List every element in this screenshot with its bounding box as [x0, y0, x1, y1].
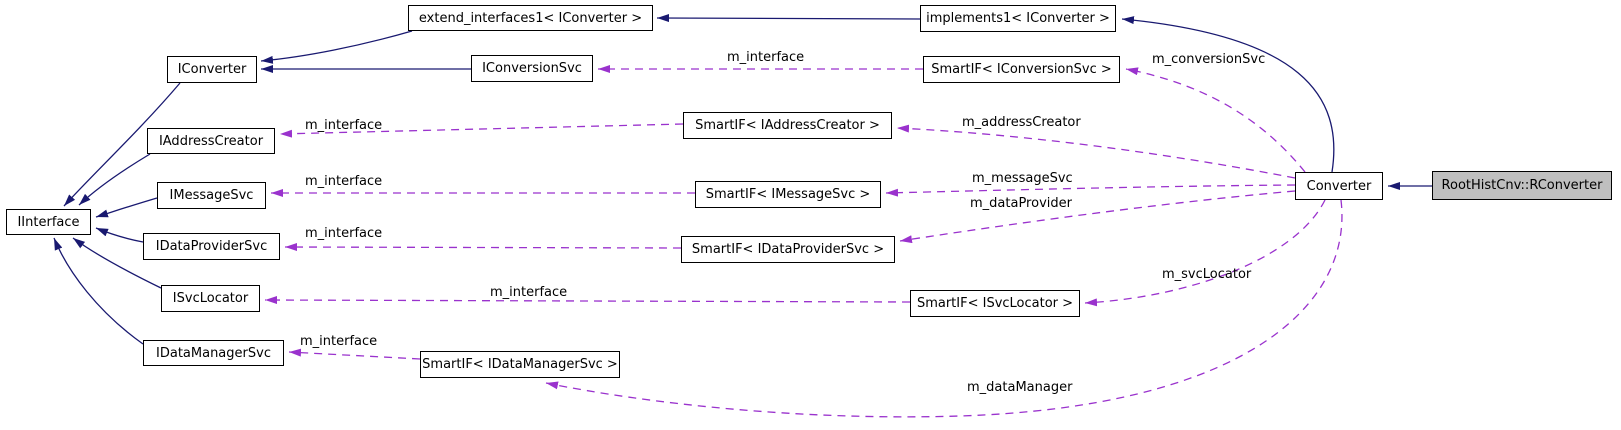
- edge-label-m-interface-svclocator: m_interface: [490, 285, 568, 300]
- node-imessagesvc[interactable]: IMessageSvc: [157, 182, 266, 209]
- edge-idatamanagersvc-iinterface: [53, 237, 144, 345]
- node-converter[interactable]: Converter: [1295, 172, 1383, 200]
- node-implements1[interactable]: implements1< IConverter >: [920, 5, 1116, 32]
- node-iaddresscreator[interactable]: IAddressCreator: [147, 128, 275, 154]
- edge-converter-smartif-iaddresscreator: [896, 124, 1296, 179]
- edge-isvclocator-iinterface: [72, 237, 162, 289]
- node-iconversionsvc[interactable]: IConversionSvc: [471, 55, 593, 82]
- edge-converter-implements1: [1121, 16, 1335, 173]
- node-smartif-idatamanagersvc[interactable]: SmartIF< IDataManagerSvc >: [420, 351, 620, 378]
- edge-label-m-svclocator: m_svcLocator: [1162, 267, 1252, 282]
- edge-converter-smartif-isvclocator: [1084, 199, 1326, 307]
- edge-iaddresscreator-iinterface: [78, 153, 151, 206]
- node-smartif-iaddresscreator[interactable]: SmartIF< IAddressCreator >: [683, 112, 892, 139]
- edge-label-m-interface-datamanagersvc: m_interface: [300, 334, 378, 349]
- edge-label-m-interface-conversionsvc: m_interface: [727, 50, 805, 65]
- edge-imessagesvc-iinterface: [95, 197, 158, 218]
- node-smartif-idataprovidersvc[interactable]: SmartIF< IDataProviderSvc >: [681, 236, 895, 263]
- edge-idataprovidersvc-iinterface: [95, 227, 144, 243]
- edge-smartif-idatamanagersvc-idatamanagersvc: [288, 348, 421, 360]
- node-iconverter[interactable]: IConverter: [167, 56, 257, 83]
- node-idataprovidersvc[interactable]: IDataProviderSvc: [143, 233, 280, 260]
- node-isvclocator[interactable]: ISvcLocator: [161, 285, 260, 312]
- edge-converter-smartif-idatamanagersvc: [545, 199, 1343, 418]
- edge-smartif-idataprovidersvc-idataprovidersvc: [284, 243, 682, 252]
- node-extend-interfaces1[interactable]: extend_interfaces1< IConverter >: [408, 5, 653, 31]
- edge-label-m-messagesvc: m_messageSvc: [972, 171, 1073, 186]
- edge-label-m-addresscreator: m_addressCreator: [962, 115, 1081, 130]
- edge-converter-smartif-imessagesvc: [885, 184, 1296, 197]
- edge-smartif-iaddresscreator-iaddresscreator: [279, 123, 684, 138]
- edge-label-m-dataprovider: m_dataProvider: [970, 196, 1072, 211]
- edge-converter-smartif-iconversionsvc: [1125, 67, 1306, 173]
- node-smartif-imessagesvc[interactable]: SmartIF< IMessageSvc >: [695, 181, 881, 208]
- node-idatamanagersvc[interactable]: IDataManagerSvc: [143, 340, 284, 366]
- node-rconverter: RootHistCnv::RConverter: [1432, 171, 1612, 200]
- node-smartif-iconversionsvc[interactable]: SmartIF< IConversionSvc >: [923, 56, 1120, 83]
- edge-label-m-interface-addresscreator: m_interface: [305, 118, 383, 133]
- edge-smartif-isvclocator-isvclocator: [264, 296, 911, 305]
- edge-implements1-extend-interfaces1: [656, 14, 921, 23]
- node-smartif-isvclocator[interactable]: SmartIF< ISvcLocator >: [910, 290, 1080, 317]
- edge-label-m-interface-messagesvc: m_interface: [305, 174, 383, 189]
- edge-label-m-conversionsvc: m_conversionSvc: [1152, 52, 1266, 67]
- node-iinterface[interactable]: IInterface: [6, 209, 91, 235]
- edge-label-m-datamanager: m_dataManager: [967, 380, 1073, 395]
- edge-iconverter-iinterface: [63, 82, 181, 207]
- edge-extend-interfaces1-iconverter: [260, 30, 413, 64]
- edge-converter-smartif-idataprovidersvc: [899, 190, 1296, 244]
- edge-label-m-interface-dataprovidersvc: m_interface: [305, 226, 383, 241]
